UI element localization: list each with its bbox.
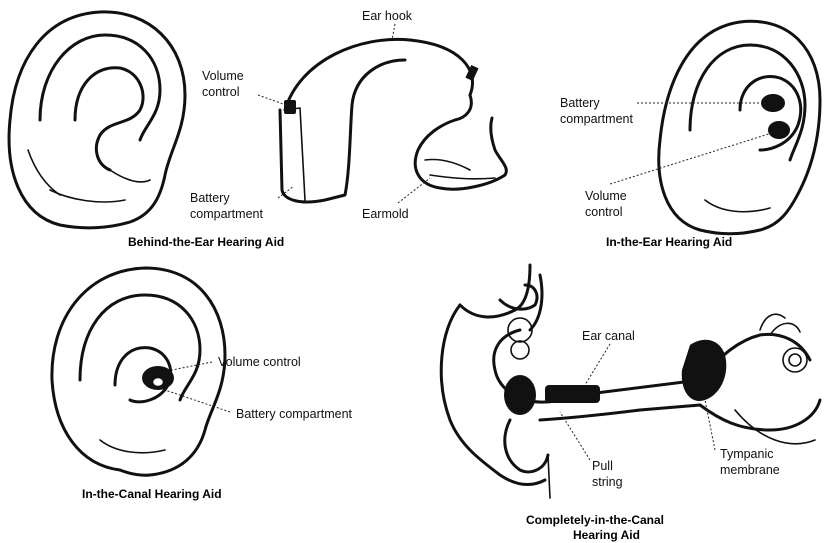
cic-tympanic-label-line2: membrane xyxy=(720,463,780,477)
itc-caption: In-the-Canal Hearing Aid xyxy=(82,487,222,501)
ite-ear-drawing xyxy=(659,21,820,233)
bte-caption: Behind-the-Ear Hearing Aid xyxy=(128,235,284,249)
cic-pull-label-line1: Pull xyxy=(592,459,613,473)
bte-earmold-label: Earmold xyxy=(362,207,409,221)
bte-device-drawing xyxy=(280,39,506,202)
cic-pull-label-line2: string xyxy=(592,475,623,489)
cic-caption-line1: Completely-in-the-Canal xyxy=(526,513,664,527)
itc-volume-label: Volume control xyxy=(218,355,301,369)
ite-battery-label-line2: compartment xyxy=(560,112,633,126)
cic-ear-canal-label: Ear canal xyxy=(582,329,635,343)
ite-volume-label-line1: Volume xyxy=(585,189,627,203)
bte-battery-label-line2: compartment xyxy=(190,207,263,221)
bte-volume-label-line2: control xyxy=(202,85,240,99)
ite-battery-label-line1: Battery xyxy=(560,96,600,110)
bte-ear-drawing xyxy=(9,12,185,228)
ite-volume-label-line2: control xyxy=(585,205,623,219)
itc-battery-label: Battery compartment xyxy=(236,407,353,421)
bte-battery-label-line1: Battery xyxy=(190,191,230,205)
cic-tympanic-label-line1: Tympanic xyxy=(720,447,774,461)
cic-caption-line2: Hearing Aid xyxy=(573,528,640,542)
bte-volume-label-line1: Volume xyxy=(202,69,244,83)
ite-caption: In-the-Ear Hearing Aid xyxy=(606,235,732,249)
bte-ear-hook-label: Ear hook xyxy=(362,9,413,23)
itc-ear-drawing xyxy=(52,268,225,475)
